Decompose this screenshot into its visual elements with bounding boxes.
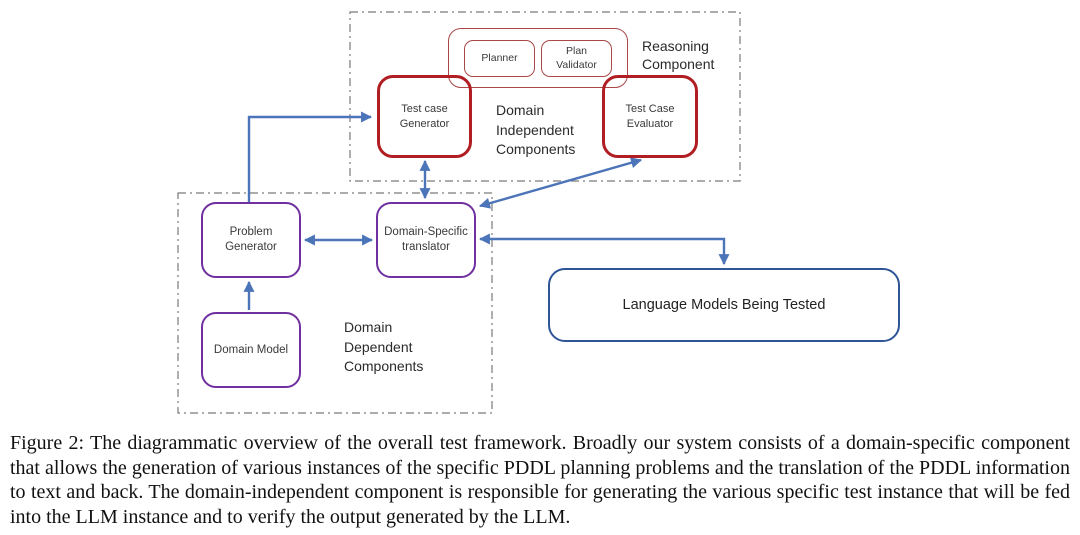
arrow-problem-generator-to-test-case-generator (247, 111, 373, 202)
planner-box: Planner (464, 40, 535, 77)
arrow-translator-llm (478, 233, 730, 266)
domain-independent-group-border (349, 11, 741, 182)
figure-caption: Figure 2: The diagrammatic overview of t… (10, 432, 1070, 528)
reasoning-tools-container (448, 28, 628, 88)
domain-model-box: Domain Model (201, 312, 301, 388)
domain-independent-components-label: Domain Independent Components (496, 102, 576, 157)
language-models-box: Language Models Being Tested (548, 268, 900, 342)
reasoning-component-label: Reasoning Component (642, 38, 715, 72)
arrow-translator-evaluator (478, 157, 643, 209)
domain-dependent-group-border (177, 192, 493, 414)
domain-specific-translator-box: Domain-Specific translator (376, 202, 476, 278)
domain-dependent-components-label: Domain Dependent Components (344, 319, 424, 374)
problem-generator-box: Problem Generator (201, 202, 301, 278)
test-case-evaluator-box: Test Case Evaluator (602, 75, 698, 158)
test-case-generator-box: Test case Generator (377, 75, 472, 158)
plan-validator-box: Plan Validator (541, 40, 612, 77)
